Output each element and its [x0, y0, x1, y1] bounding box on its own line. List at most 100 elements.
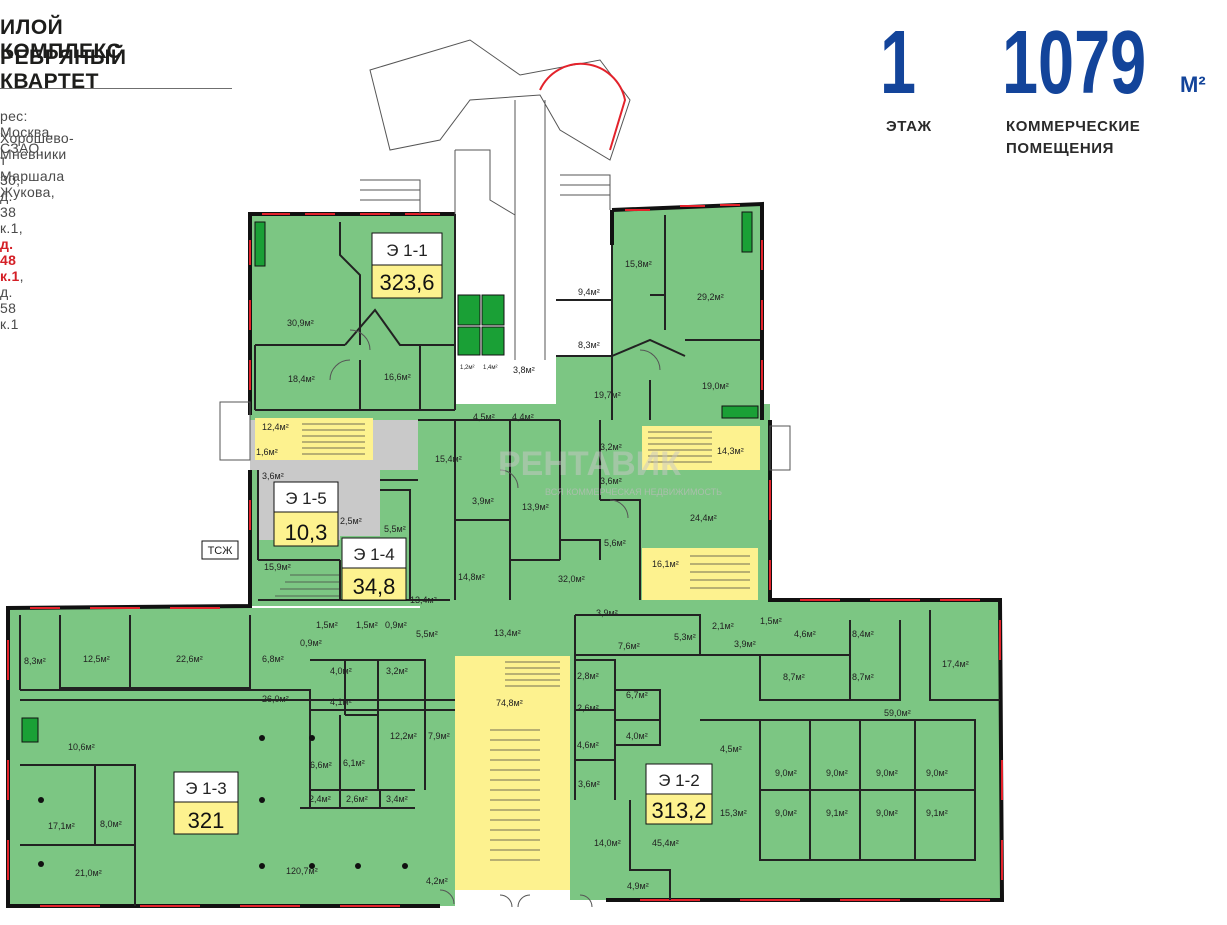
stair-yellow [255, 418, 760, 890]
room-label: 3,6м² [578, 779, 600, 789]
door-3 [639, 349, 661, 371]
shaft-4 [21, 717, 39, 743]
room-label: 4,1м² [330, 697, 352, 707]
room-label: 2,8м² [577, 671, 599, 681]
room-label: 13,4м² [410, 595, 437, 605]
stair-16-1 [642, 548, 758, 600]
tsj-box [201, 540, 239, 560]
walls-south-west [19, 615, 455, 906]
room-label: 8,4м² [852, 629, 874, 639]
room-label: 15,4м² [435, 454, 462, 464]
room-label: 19,0м² [702, 381, 729, 391]
room-label: 2,6м² [346, 794, 368, 804]
room-label: 9,0м² [876, 768, 898, 778]
entrance-stair-left [360, 179, 421, 214]
address-highlight: д. 48 к.1 [0, 236, 20, 284]
block-id-1: Э 1-1 [386, 241, 428, 260]
room-label: 29,2м² [697, 292, 724, 302]
room-label: 9,0м² [775, 808, 797, 818]
room-label: 5,6м² [604, 538, 626, 548]
room-label: 4,9м² [627, 881, 649, 891]
room-label: 3,9м² [734, 639, 756, 649]
room-label: 1,6м² [256, 447, 278, 457]
room-label: 3,9м² [472, 496, 494, 506]
room-label: 2,6м² [577, 703, 599, 713]
block-area-2: 313,2 [651, 798, 706, 823]
elevator-3 [457, 326, 481, 356]
block-area-4: 34,8 [353, 574, 396, 599]
room-label: 1,5м² [356, 620, 378, 630]
block-id-box-4 [341, 537, 407, 569]
watermark-brand: РЕНТАВИК [498, 445, 681, 483]
tread-main-top [505, 661, 560, 687]
room-label: 15,3м² [720, 808, 747, 818]
address-part-a: 30, д. 38 к.1, [0, 172, 23, 236]
room-label: 18,4м² [288, 374, 315, 384]
room-label: 3,6м² [600, 476, 622, 486]
floor-caption: ЭТАЖ [886, 118, 932, 135]
room-label: 4,0м² [330, 666, 352, 676]
inner-walls [19, 214, 1000, 906]
room-label: 8,0м² [100, 819, 122, 829]
canopy-outline [369, 39, 631, 161]
room-label: 9,1м² [926, 808, 948, 818]
room-label: 19,7м² [594, 390, 621, 400]
door-2 [349, 329, 371, 351]
door-arcs [329, 329, 661, 908]
room-label: 2,1м² [712, 621, 734, 631]
room-label: 6,6м² [310, 760, 332, 770]
area-caption-2: ПОМЕЩЕНИЯ [1006, 140, 1115, 157]
elevator-2 [481, 294, 505, 326]
block-area-box-4 [341, 567, 407, 601]
room-label: 3,2м² [386, 666, 408, 676]
room-label: 14,3м² [717, 446, 744, 456]
room-label: 12,2м² [390, 731, 417, 741]
core-white-2 [455, 358, 555, 386]
room-label: 16,1м² [652, 559, 679, 569]
room-label: 32,0м² [558, 574, 585, 584]
block-area-5: 10,3 [285, 520, 328, 545]
block-area-box-3 [173, 801, 239, 835]
windows-ne [625, 204, 763, 390]
walls-north-wing [254, 214, 456, 411]
windows-mid [249, 480, 771, 590]
room-label: 4,2м² [426, 876, 448, 886]
room-label: 22,6м² [176, 654, 203, 664]
block-area-3: 321 [188, 808, 225, 833]
room-label: 1,4м² [483, 365, 497, 371]
stair-14-3 [642, 426, 760, 470]
room-label: 74,8м² [496, 698, 523, 708]
room-label: 7,6м² [618, 641, 640, 651]
south-east-block-fill [570, 600, 1002, 900]
tread-16-1 [690, 555, 750, 589]
room-label: 9,1м² [826, 808, 848, 818]
room-label: 0,9м² [300, 638, 322, 648]
room-label: 3,2м² [600, 442, 622, 452]
tread-14-3 [648, 431, 712, 463]
room-label: 4,5м² [473, 412, 495, 422]
complex-title-line1: ИЛОЙ КОМПЛЕКС [0, 16, 123, 63]
room-label: 5,5м² [384, 524, 406, 534]
room-label: 13,9м² [522, 502, 549, 512]
entrance-stair-right [560, 174, 611, 210]
door-1 [329, 359, 351, 381]
ts-entry [219, 401, 251, 461]
room-label: 9,0м² [876, 808, 898, 818]
north-east-wing-fill [556, 204, 762, 420]
room-label: 120,7м² [286, 866, 318, 876]
room-label: 8,3м² [24, 656, 46, 666]
address-line2: Хорошево-Мневники [0, 130, 74, 162]
total-area: 1079 [1002, 13, 1147, 113]
room-label: 8,7м² [852, 672, 874, 682]
door-9 [579, 894, 593, 908]
block-id-box-5 [273, 481, 339, 513]
watermark-tagline: ВСЯ КОММЕРЧЕСКАЯ НЕДВИЖИМОСТЬ [545, 487, 722, 497]
room-labels: 30,9м² 18,4м² 16,6м² 12,4м² 1,6м² 3,6м² … [24, 259, 969, 891]
shaft-3 [721, 405, 759, 419]
block-id-box-3 [173, 771, 239, 803]
tread-15-9 [275, 574, 340, 597]
room-label: 9,4м² [578, 287, 600, 297]
room-label: 30,9м² [287, 318, 314, 328]
address-part-c: , д. 58 к.1 [0, 268, 24, 332]
